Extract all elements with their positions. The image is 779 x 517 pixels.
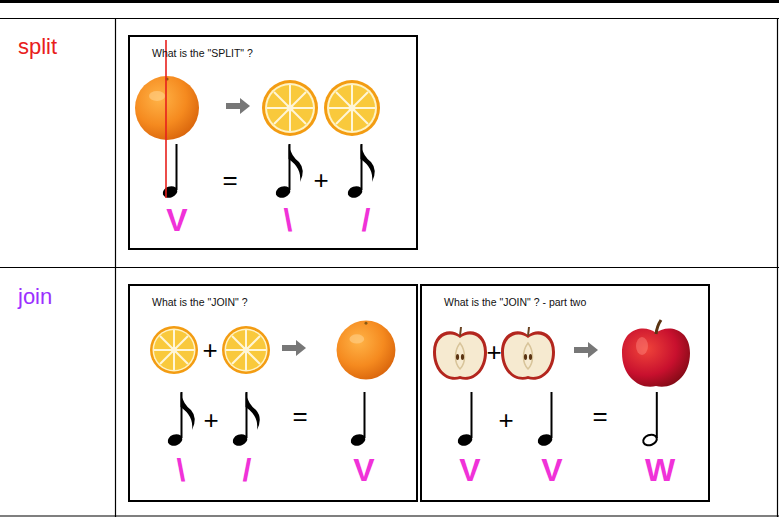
- top-rule: [0, 0, 779, 3]
- rhythm-mark: \: [284, 204, 293, 236]
- math-symbol: =: [592, 403, 607, 429]
- orange-half: [324, 80, 380, 136]
- rhythm-mark: V: [353, 454, 374, 486]
- math-symbol: +: [498, 407, 513, 433]
- rhythm-mark: V: [459, 454, 480, 486]
- eighth-note: [274, 144, 303, 200]
- rhythm-mark: W: [645, 454, 675, 486]
- gray-arrow: [226, 98, 250, 114]
- panel-heading: What is the "SPLIT" ?: [152, 47, 253, 59]
- orange-whole: [337, 321, 396, 380]
- math-symbol: +: [486, 339, 501, 365]
- math-symbol: +: [203, 407, 218, 433]
- row-label-cell: join: [18, 284, 56, 312]
- rhythm-mark: \: [177, 454, 186, 486]
- rhythm-mark: /: [362, 204, 371, 236]
- math-symbol: +: [202, 337, 217, 363]
- eighth-note: [166, 392, 195, 448]
- quarter-note: [456, 392, 474, 448]
- orange-whole: [135, 76, 199, 140]
- rhythm-mark: V: [166, 204, 187, 236]
- apple-whole: [622, 320, 690, 387]
- math-symbol: =: [292, 403, 307, 429]
- panel-heading: What is the "JOIN" ?: [152, 296, 248, 308]
- apple-half: [501, 327, 555, 380]
- gray-arrow: [574, 342, 598, 358]
- orange-half: [222, 326, 270, 374]
- cut-line: [165, 40, 167, 198]
- table-grid: [0, 18, 779, 517]
- math-symbol: =: [222, 167, 237, 193]
- rhythm-mark: /: [243, 454, 252, 486]
- gray-arrow: [282, 340, 306, 356]
- panel-heading: What is the "JOIN" ? - part two: [444, 296, 586, 308]
- half-note: [642, 392, 659, 447]
- rhythm-mark: V: [541, 454, 562, 486]
- quarter-note: [349, 392, 367, 448]
- eighth-note: [346, 144, 375, 200]
- quarter-note: [161, 144, 179, 200]
- row-label: join: [18, 284, 56, 310]
- orange-half: [262, 80, 318, 136]
- math-symbol: +: [313, 167, 328, 193]
- eighth-note: [231, 392, 260, 448]
- quarter-note: [536, 392, 554, 448]
- row-label-cell: split: [18, 34, 61, 62]
- apple-half: [433, 327, 487, 380]
- orange-half: [150, 326, 198, 374]
- row-label: split: [18, 34, 61, 60]
